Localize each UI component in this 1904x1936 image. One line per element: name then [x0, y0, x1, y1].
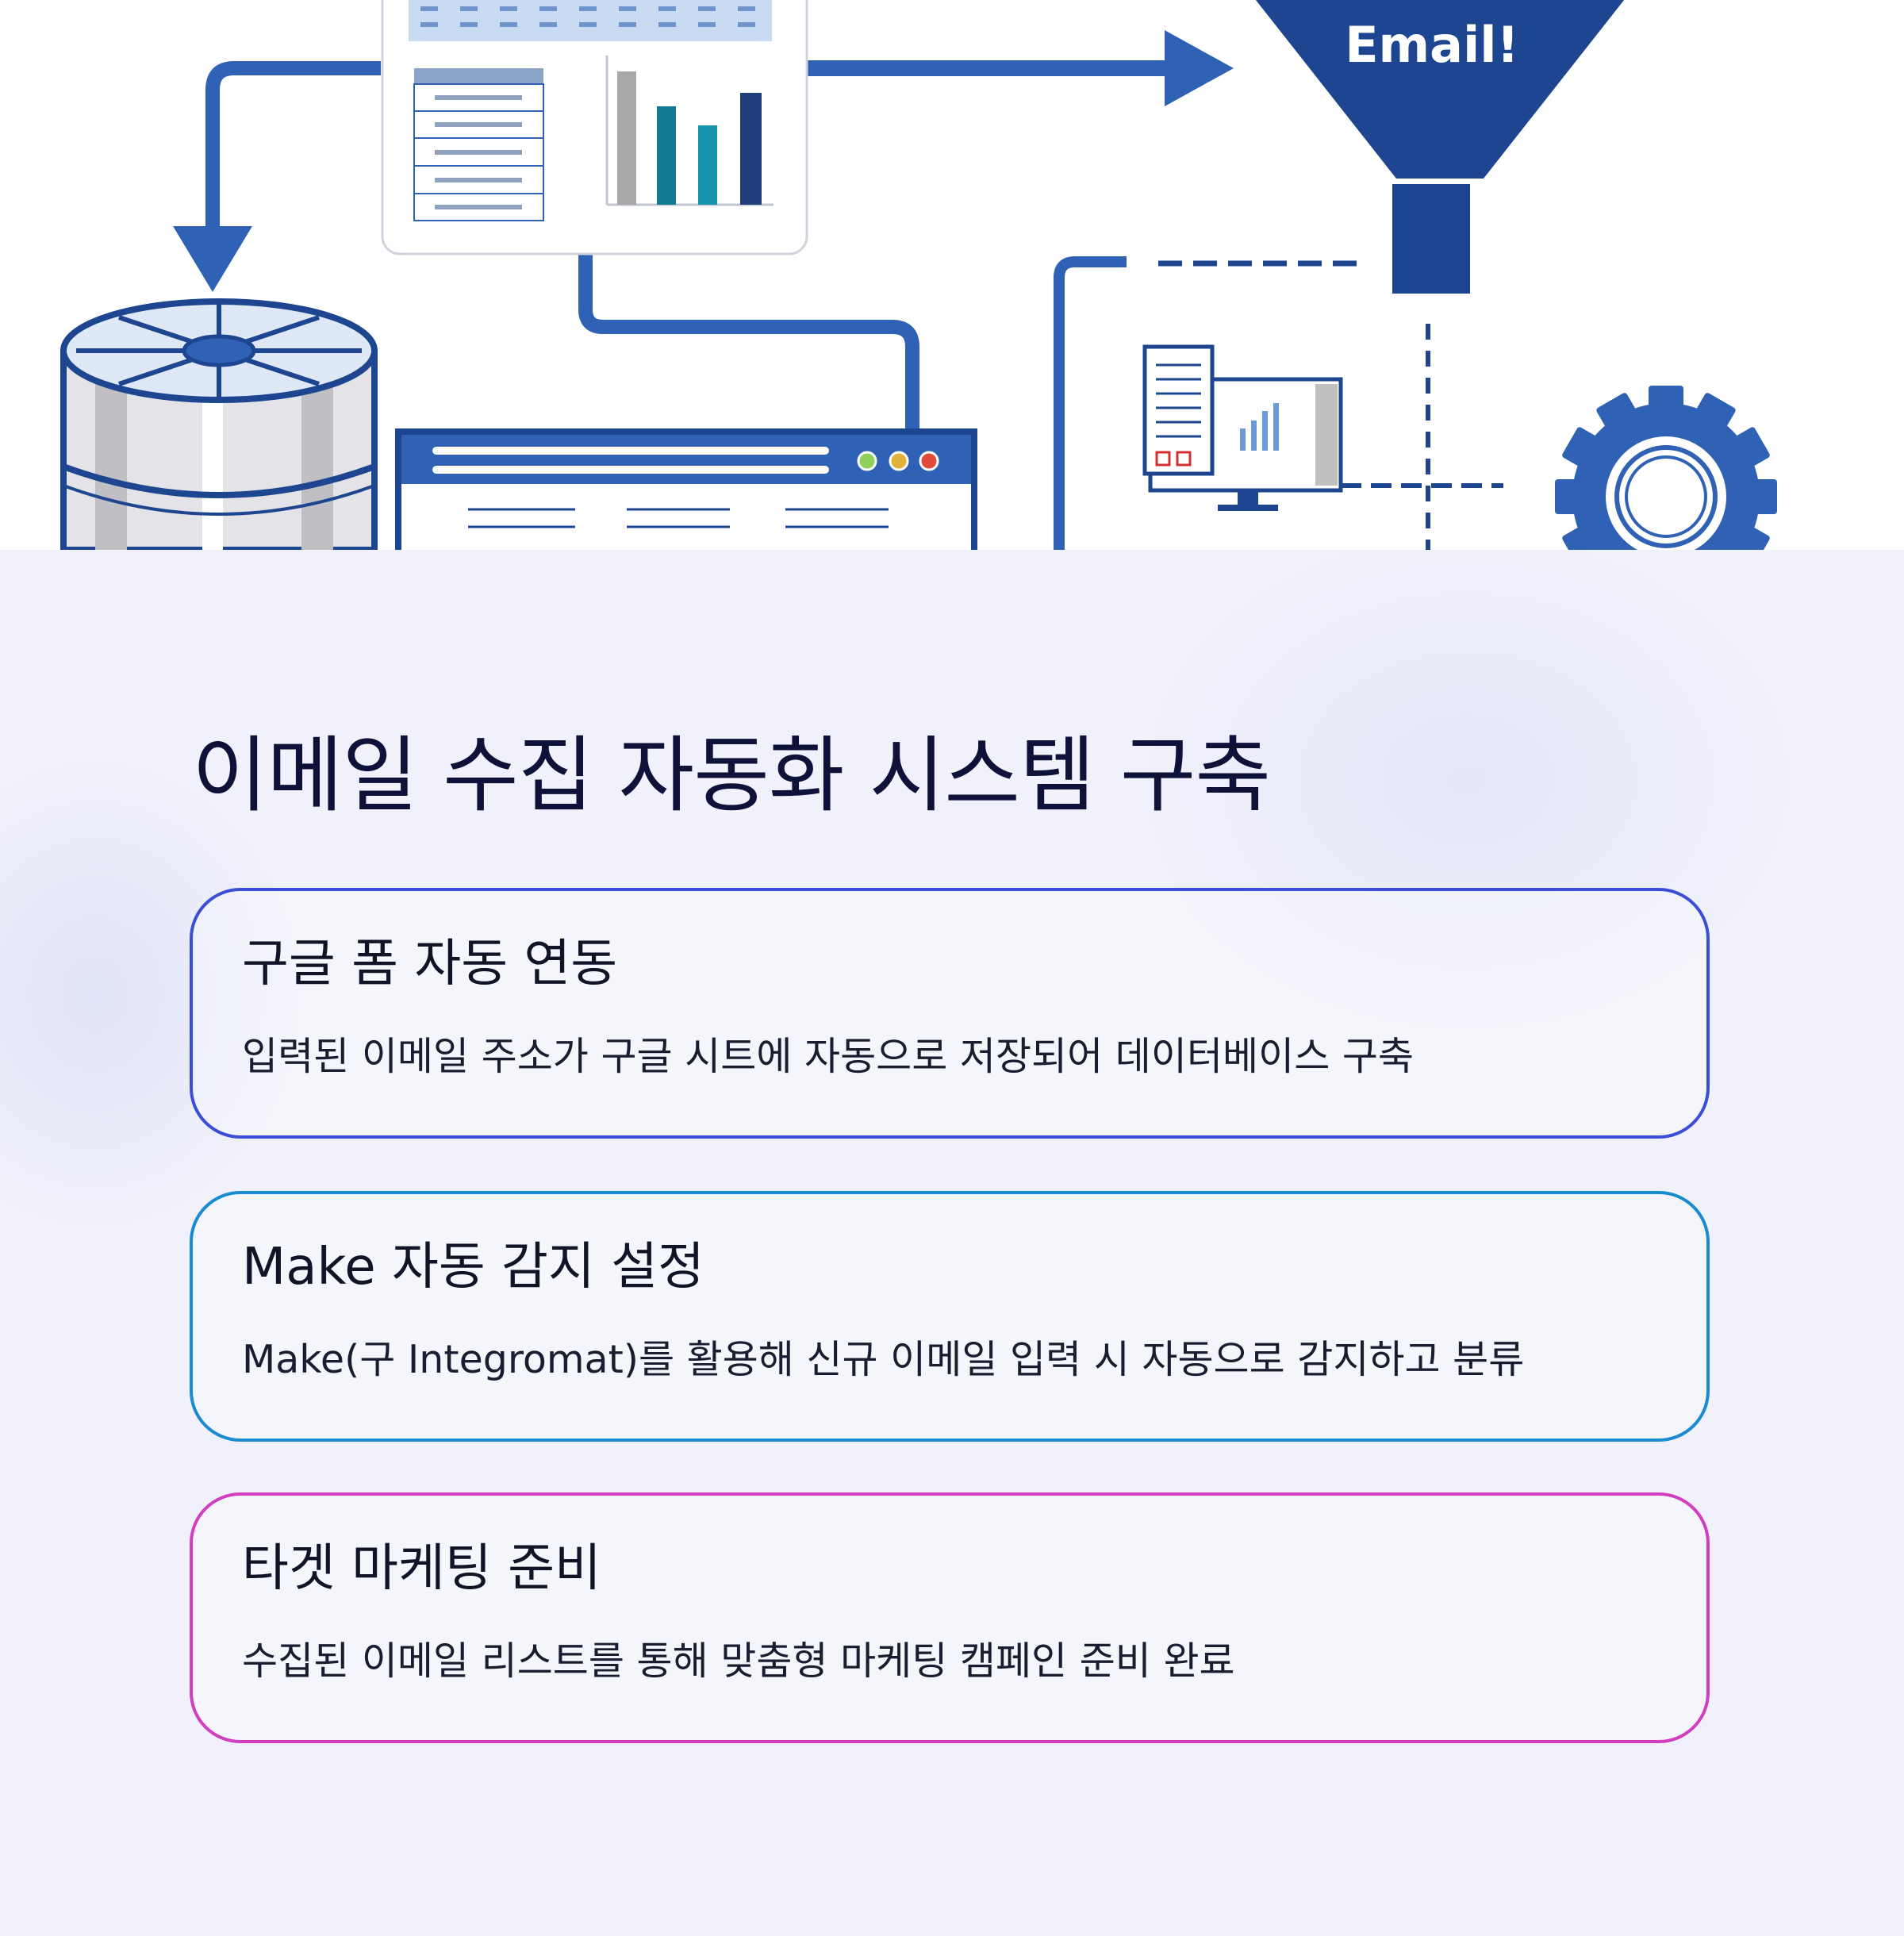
browser-window-icon — [395, 428, 977, 550]
page-title: 이메일 수집 자동화 시스템 구축 — [192, 727, 1271, 824]
connector-line — [578, 246, 919, 435]
card-title: 구글 폼 자동 연동 — [242, 935, 618, 993]
card-description: 수집된 이메일 리스트를 통해 맞춤형 마케팅 캠페인 준비 완료 — [242, 1638, 1235, 1684]
card-title: 타겟 마케팅 준비 — [242, 1539, 601, 1598]
workflow-illustration: Email! — [60, 0, 1777, 550]
dashboard-report-icon — [381, 0, 808, 255]
card-description: 입력된 이메일 주소가 구글 시트에 자동으로 저장되어 데이터베이스 구축 — [242, 1034, 1415, 1079]
feature-card-make-detection: Make 자동 감지 설정 Make(구 Integromat)를 활용해 신규… — [190, 1191, 1710, 1442]
database-icon — [60, 298, 378, 550]
arrow-right-icon — [1165, 30, 1234, 106]
card-description: Make(구 Integromat)를 활용해 신규 이메일 입력 시 자동으로… — [242, 1337, 1525, 1382]
content-section: 이메일 수집 자동화 시스템 구축 구글 폼 자동 연동 입력된 이메일 주소가… — [0, 550, 1904, 1936]
monitor-analytics-icon — [1142, 344, 1343, 511]
card-title: Make 자동 감지 설정 — [242, 1238, 704, 1296]
connector-line — [205, 61, 381, 230]
feature-card-google-form: 구글 폼 자동 연동 입력된 이메일 주소가 구글 시트에 자동으로 저장되어 … — [190, 888, 1710, 1139]
feature-card-target-marketing: 타겟 마케팅 준비 수집된 이메일 리스트를 통해 맞춤형 마케팅 캠페인 준비… — [190, 1492, 1710, 1743]
arrow-down-icon — [173, 226, 252, 292]
gear-icon — [1555, 386, 1777, 550]
funnel-label: Email! — [1345, 16, 1519, 74]
email-funnel-icon: Email! — [1255, 0, 1625, 294]
connector-line — [1054, 256, 1127, 550]
hero-illustration: Email! — [0, 0, 1904, 550]
